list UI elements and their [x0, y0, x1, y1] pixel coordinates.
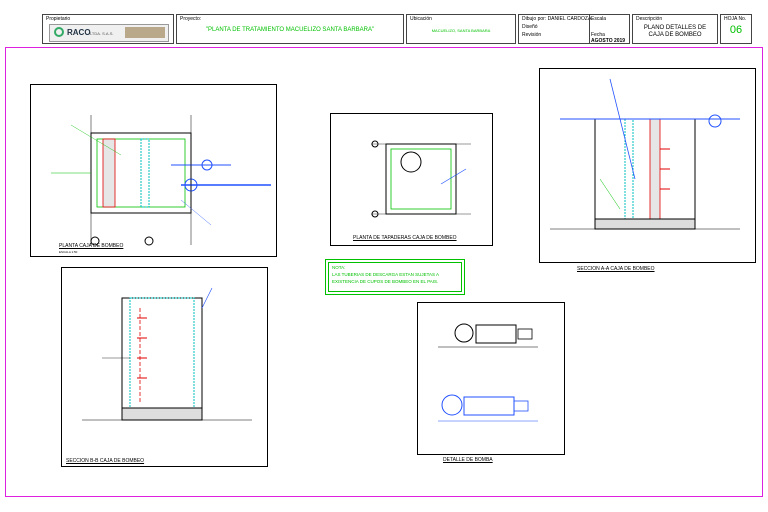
logo-photo: [125, 27, 165, 38]
location-label: Ubicación: [410, 16, 432, 22]
seccion-aa-drawing: [550, 78, 740, 230]
planta-caja-drawing: [51, 115, 271, 246]
logo-icon: [54, 27, 64, 37]
location-value: MACUELIZO, SANTA BARBARA: [431, 28, 491, 33]
date-value: AGOSTO 2019: [591, 38, 626, 44]
description-label: Descripción: [636, 16, 663, 22]
caption-detalle-bomba-outer: DETALLE DE BOMBA: [443, 457, 493, 463]
titleblock-description: Descripción PLANO DETALLES DE CAJA DE BO…: [632, 14, 718, 44]
sheet-seccion-bb: SECCION B-B CAJA DE BOMBEO: [61, 267, 268, 467]
titleblock-credits: Dibujo por: DANIEL CARDOZA Diseñó Revisi…: [518, 14, 630, 44]
sheet-detalle-bomba: DETALLE DE BOMBA: [417, 302, 565, 455]
sheet-number: 06: [729, 24, 743, 36]
company-logo: RACO LTDA. S.A.S.: [49, 24, 169, 42]
project-label: Proyecto:: [180, 16, 202, 22]
scale-planta-caja: ESCALA 1:50: [59, 250, 78, 254]
caption-seccion-bb: SECCION B-B CAJA DE BOMBEO: [66, 458, 145, 464]
revision-label: Revisión: [522, 32, 542, 38]
drawn-by: Dibujo por: DANIEL CARDOZA: [522, 16, 592, 22]
credits-divider: [589, 15, 590, 43]
description-value: PLANO DETALLES DE CAJA DE BOMBEO: [643, 25, 707, 38]
titleblock-sheet: HOJA No. 06: [720, 14, 752, 44]
titleblock-location: Ubicación MACUELIZO, SANTA BARBARA: [406, 14, 516, 44]
seccion-bb-drawing: [82, 287, 252, 421]
detalle-bomba-drawing: [438, 323, 538, 422]
note-inner: [328, 262, 462, 292]
project-value: "PLANTA DE TRATAMIENTO MACUELIZO SANTA B…: [205, 27, 375, 33]
sheet-planta-caja: PLANTA CAJA DE BOMBEO ESCALA 1:50: [30, 84, 277, 257]
note-line2: EXISTENCIA DE CUPOS DE BOMBEO EN EL PAIS…: [332, 279, 439, 284]
note-line1: LAS TUBERIAS DE DESCARGA ESTAN SUJETAS A: [332, 272, 440, 277]
scale-label: Escala: [591, 16, 607, 22]
caption-tapaderas: PLANTA DE TAPADERAS CAJA DE BOMBEO: [353, 235, 457, 241]
note-box: NOTA: LAS TUBERIAS DE DESCARGA ESTAN SUJ…: [325, 259, 465, 295]
logo-text: RACO: [67, 28, 91, 37]
caption-seccion-aa-outer: SECCION A-A CAJA DE BOMBEO: [577, 266, 655, 272]
sheet-label: HOJA No.: [724, 16, 747, 22]
logo-subtext: LTDA. S.A.S.: [90, 31, 114, 36]
titleblock-project: Proyecto: "PLANTA DE TRATAMIENTO MACUELI…: [176, 14, 404, 44]
owner-label: Propietario: [46, 16, 71, 22]
date-label: Fecha: [591, 32, 605, 38]
titleblock-owner: Propietario RACO LTDA. S.A.S.: [42, 14, 174, 44]
designed-label: Diseñó: [522, 24, 538, 30]
sheet-seccion-aa: SECCION A-A CAJA DE BOMBEO: [539, 68, 756, 263]
drawing-frame: [5, 47, 763, 497]
tapaderas-drawing: [371, 140, 471, 218]
note-title: NOTA:: [332, 265, 346, 270]
caption-planta-caja: PLANTA CAJA DE BOMBEO: [59, 243, 124, 249]
sheet-tapaderas: PLANTA DE TAPADERAS CAJA DE BOMBEO: [330, 113, 493, 246]
